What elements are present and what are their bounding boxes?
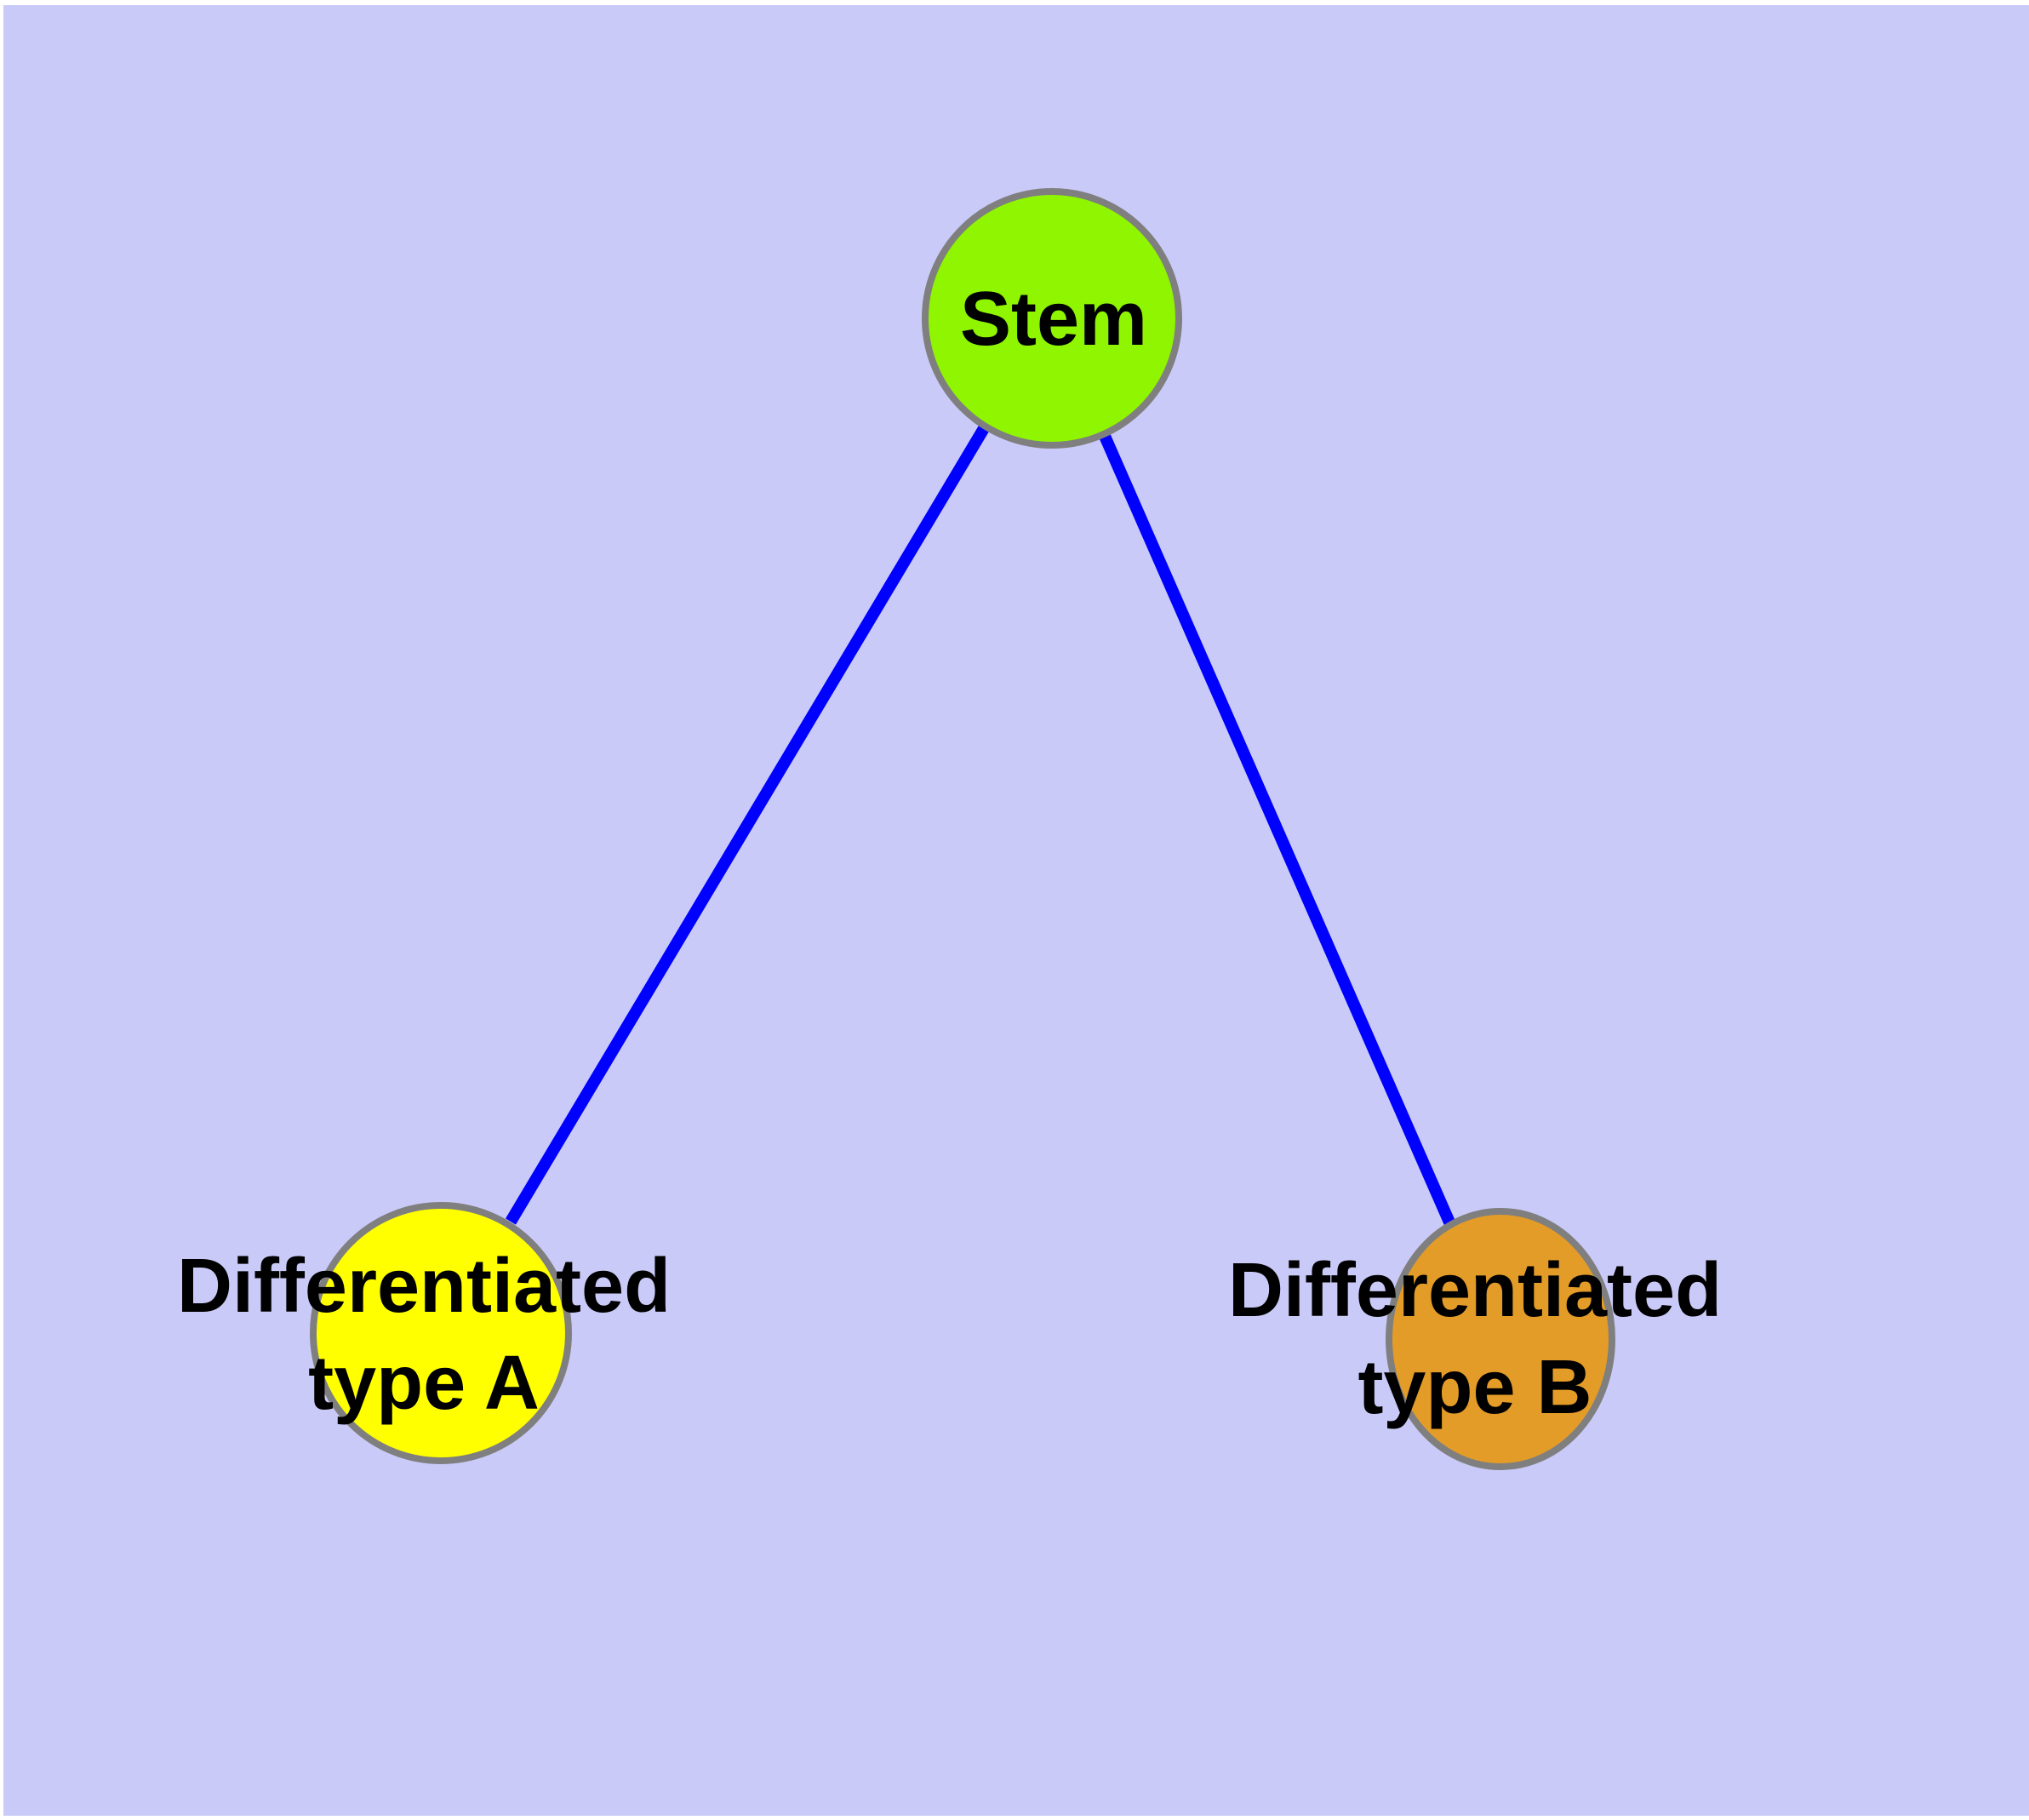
edge-stem-to-type-b: [1098, 432, 1456, 1227]
node-differentiated-b-ellipse: [1386, 1208, 1615, 1470]
node-differentiated-a-circle: [310, 1202, 572, 1464]
node-stem-circle: [922, 188, 1182, 449]
edge-stem-to-type-a: [505, 422, 992, 1225]
